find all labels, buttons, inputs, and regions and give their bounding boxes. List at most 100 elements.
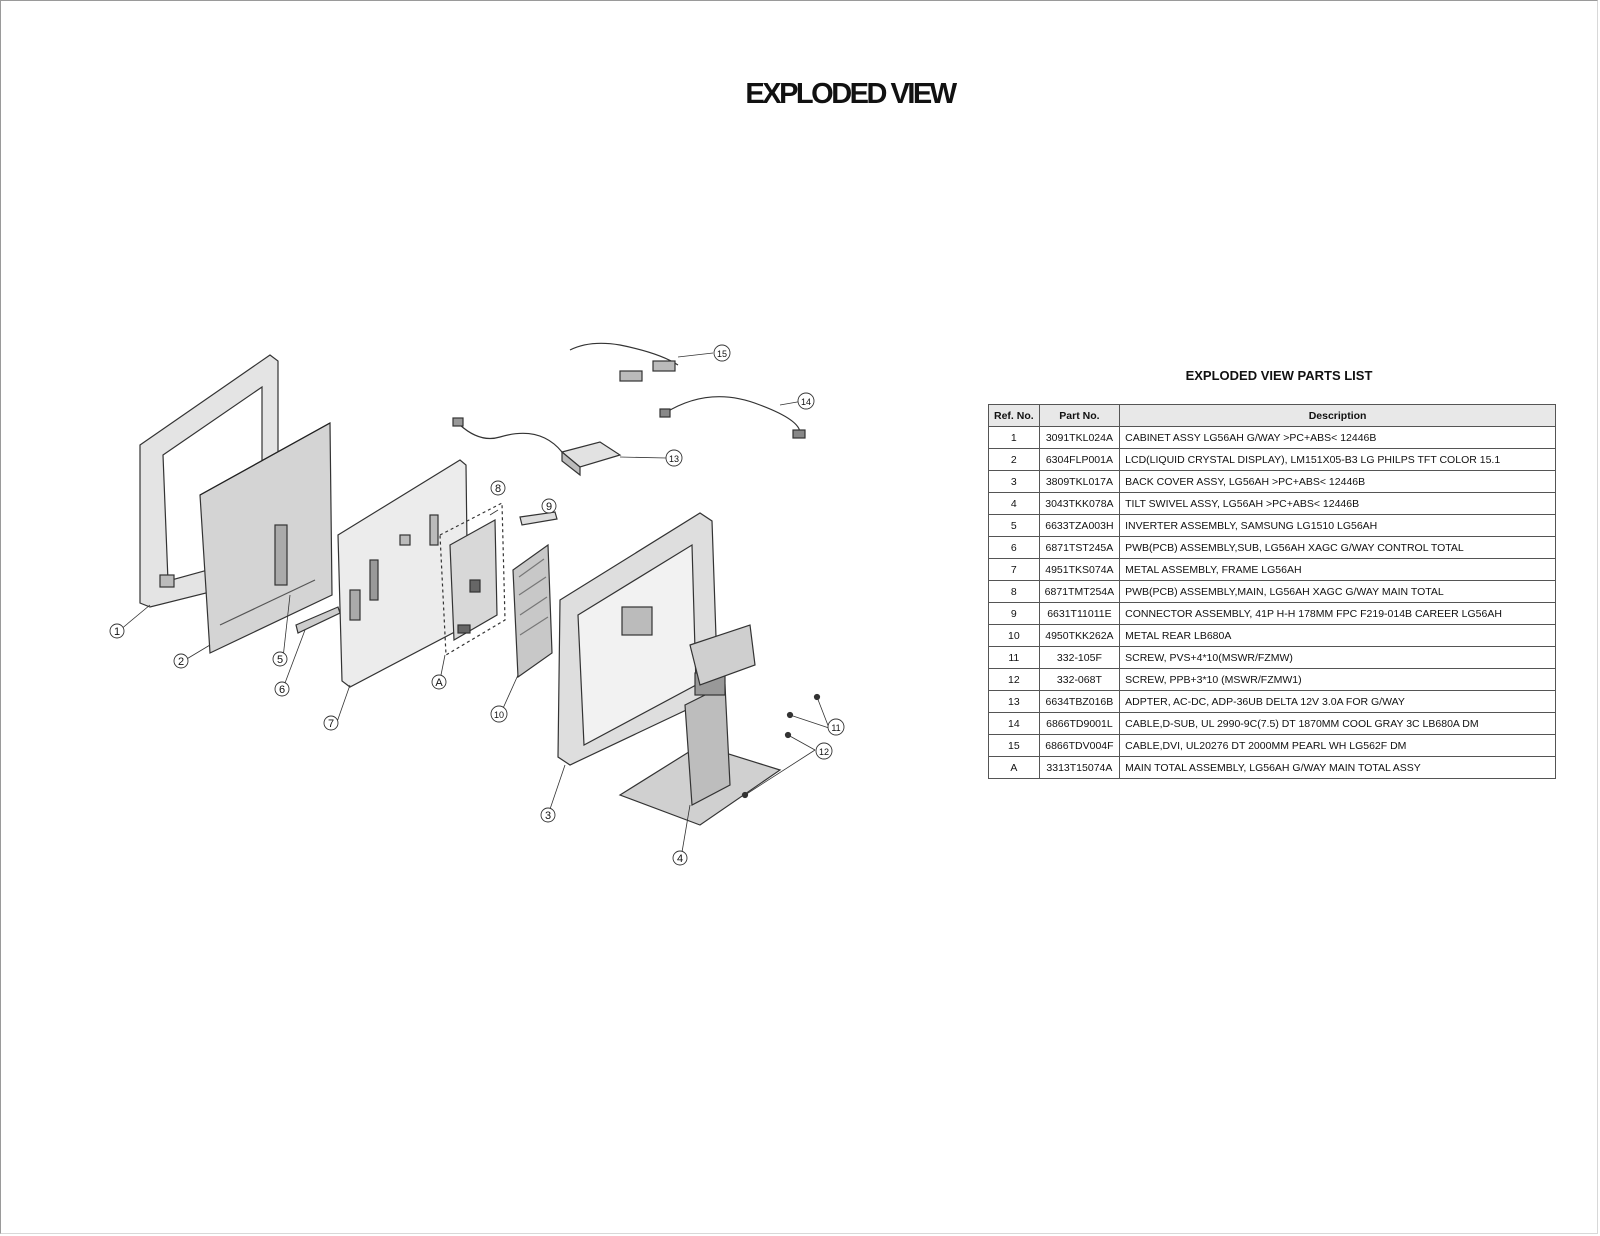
part-no-cell: 6304FLP001A bbox=[1038, 448, 1121, 471]
ref-no-cell: 12 bbox=[988, 668, 1040, 691]
description-cell: METAL REAR LB680A bbox=[1119, 624, 1556, 647]
ref-no-cell: 5 bbox=[988, 514, 1040, 537]
ref-no-cell: A bbox=[988, 756, 1040, 779]
ref-no-cell: 6 bbox=[988, 536, 1040, 559]
part-no-cell: 3091TKL024A bbox=[1038, 426, 1121, 449]
svg-text:12: 12 bbox=[819, 747, 829, 757]
metal-rear bbox=[512, 543, 553, 679]
svg-text:1: 1 bbox=[114, 626, 120, 638]
svg-text:7: 7 bbox=[328, 718, 334, 730]
part-no-cell: 3043TKK078A bbox=[1038, 492, 1121, 515]
metal-frame bbox=[337, 459, 469, 688]
ref-no-cell: 15 bbox=[988, 734, 1040, 757]
part-no-cell: 6866TDV004F bbox=[1038, 734, 1121, 757]
ref-no-cell: 2 bbox=[988, 448, 1040, 471]
ref-no-cell: 8 bbox=[988, 580, 1040, 603]
part-no-cell: 6633TZA003H bbox=[1038, 514, 1121, 537]
part-no-cell: 6871TMT254A bbox=[1038, 580, 1121, 603]
tilt-swivel-stand bbox=[618, 624, 782, 826]
callout-9: 9 bbox=[541, 498, 557, 514]
svg-text:13: 13 bbox=[669, 454, 679, 464]
callout-1: 1 bbox=[109, 623, 125, 639]
part-no-cell: 6634TBZ016B bbox=[1038, 690, 1121, 713]
ref-no-cell: 9 bbox=[988, 602, 1040, 625]
table-header-row: Ref. No. Part No. Description bbox=[988, 404, 1556, 427]
dvi-cable bbox=[569, 342, 679, 366]
ref-no-cell: 4 bbox=[988, 492, 1040, 515]
ref-no-cell: 10 bbox=[988, 624, 1040, 647]
callout-7: 7 bbox=[323, 715, 339, 731]
ref-no-cell: 13 bbox=[988, 690, 1040, 713]
callout-8: 8 bbox=[490, 480, 506, 496]
svg-text:5: 5 bbox=[277, 654, 283, 666]
dsub-cable bbox=[664, 396, 801, 434]
page-title: EXPLODED VIEW bbox=[745, 78, 957, 110]
description-cell: PWB(PCB) ASSEMBLY,MAIN, LG56AH XAGC G/WA… bbox=[1119, 580, 1556, 603]
part-no-cell: 6631T11011E bbox=[1038, 602, 1121, 625]
callout-2: 2 bbox=[173, 653, 189, 669]
part-no-cell: 6866TD9001L bbox=[1038, 712, 1121, 735]
ref-no-cell: 1 bbox=[988, 426, 1040, 449]
ref-no-cell: 11 bbox=[988, 646, 1040, 669]
ref-no-cell: 14 bbox=[988, 712, 1040, 735]
part-no-cell: 332-068T bbox=[1038, 668, 1121, 691]
description-cell: LCD(LIQUID CRYSTAL DISPLAY), LM151X05-B3… bbox=[1119, 448, 1556, 471]
svg-text:4: 4 bbox=[677, 853, 683, 865]
callout-12: 12 bbox=[815, 742, 833, 760]
part-no-cell: 4951TKS074A bbox=[1038, 558, 1121, 581]
svg-text:2: 2 bbox=[178, 656, 184, 668]
callout-11: 11 bbox=[827, 718, 845, 736]
lcd-panel bbox=[199, 421, 333, 654]
callout-15: 15 bbox=[713, 344, 731, 362]
part-no-cell: 6871TST245A bbox=[1038, 536, 1121, 559]
svg-text:9: 9 bbox=[546, 501, 552, 513]
back-cover bbox=[557, 512, 719, 766]
description-cell: CABINET ASSY LG56AH G/WAY >PC+ABS< 12446… bbox=[1119, 426, 1556, 449]
ref-no-cell: 3 bbox=[988, 470, 1040, 493]
callout-4: 4 bbox=[672, 850, 688, 866]
parts-list-title: EXPLODED VIEW PARTS LIST bbox=[1185, 368, 1373, 383]
description-cell: CONNECTOR ASSEMBLY, 41P H-H 178MM FPC F2… bbox=[1119, 602, 1556, 625]
callout-A: A bbox=[431, 674, 447, 690]
description-cell: CABLE,DVI, UL20276 DT 2000MM PEARL WH LG… bbox=[1119, 734, 1556, 757]
svg-text:15: 15 bbox=[717, 349, 727, 359]
callout-3: 3 bbox=[540, 807, 556, 823]
description-cell: PWB(PCB) ASSEMBLY,SUB, LG56AH XAGC G/WAY… bbox=[1119, 536, 1556, 559]
header-ref-no: Ref. No. bbox=[988, 404, 1040, 427]
exploded-view-drawing: 1 2 3 4 5 6 7 8 9 10 11 12 13 14 15 A bbox=[109, 342, 845, 866]
svg-text:A: A bbox=[435, 677, 443, 689]
description-cell: BACK COVER ASSY, LG56AH >PC+ABS< 12446B bbox=[1119, 470, 1556, 493]
svg-text:10: 10 bbox=[494, 710, 504, 720]
header-description: Description bbox=[1119, 404, 1556, 427]
part-no-cell: 4950TKK262A bbox=[1038, 624, 1121, 647]
svg-text:3: 3 bbox=[545, 810, 551, 822]
header-part-no: Part No. bbox=[1038, 404, 1121, 427]
ac-adapter bbox=[452, 417, 622, 477]
part-no-cell: 332-105F bbox=[1038, 646, 1121, 669]
description-cell: SCREW, PPB+3*10 (MSWR/FZMW1) bbox=[1119, 668, 1556, 691]
main-pcb bbox=[439, 502, 506, 657]
description-cell: ADPTER, AC-DC, ADP-36UB DELTA 12V 3.0A F… bbox=[1119, 690, 1556, 713]
part-no-cell: 3809TKL017A bbox=[1038, 470, 1121, 493]
description-cell: METAL ASSEMBLY, FRAME LG56AH bbox=[1119, 558, 1556, 581]
callout-14: 14 bbox=[797, 392, 815, 410]
description-cell: INVERTER ASSEMBLY, SAMSUNG LG1510 LG56AH bbox=[1119, 514, 1556, 537]
fpc-connector bbox=[519, 511, 558, 526]
callout-5: 5 bbox=[272, 651, 288, 667]
